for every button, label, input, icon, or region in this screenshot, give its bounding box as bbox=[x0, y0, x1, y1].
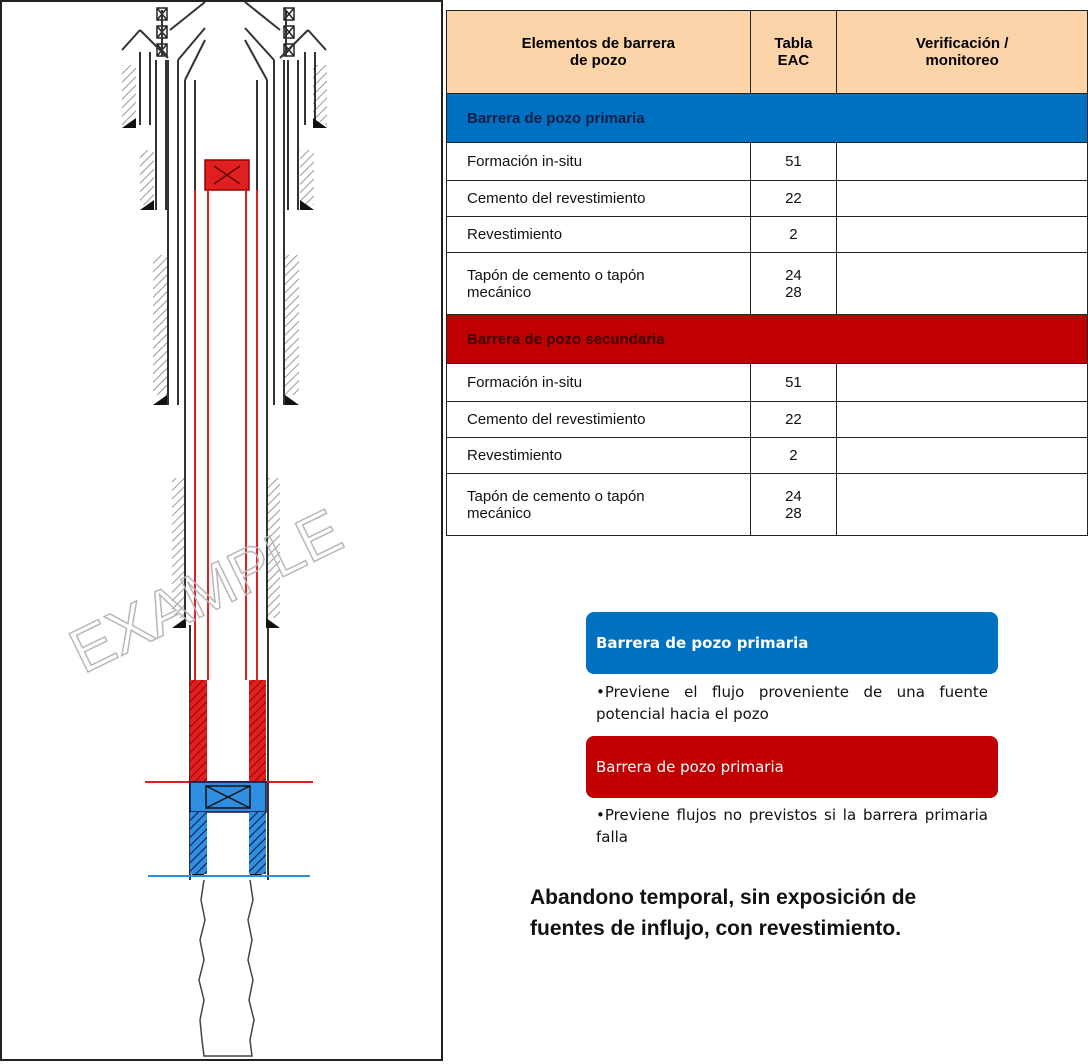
eac-cell: 24 28 bbox=[749, 473, 838, 536]
verification-cell bbox=[836, 363, 1088, 402]
table-header-row: Elementos de barrera de pozo Tabla EAC V… bbox=[446, 10, 1088, 94]
eac-value: 24 bbox=[785, 266, 802, 284]
header-verification-line1: Verificación / bbox=[915, 35, 1009, 52]
table-row: Cemento del revestimiento 22 bbox=[446, 401, 1088, 438]
element-cell: Revestimiento bbox=[446, 437, 751, 474]
secondary-section-row: Barrera de pozo secundaria bbox=[446, 314, 1088, 364]
formation-hatching bbox=[122, 65, 327, 618]
element-cell: Tapón de cemento o tapón mecánico bbox=[446, 473, 751, 536]
element-cell: Revestimiento bbox=[446, 216, 751, 253]
verification-cell bbox=[836, 437, 1088, 474]
verification-cell bbox=[836, 216, 1088, 253]
header-eac: Tabla EAC bbox=[749, 10, 838, 94]
legend-secondary-text: Barrera de pozo primaria bbox=[596, 758, 784, 776]
header-eac-line1: Tabla bbox=[774, 35, 813, 52]
table-row: Revestimiento 2 bbox=[446, 437, 1088, 474]
element-line: mecánico bbox=[467, 504, 532, 522]
header-verification: Verificación / monitoreo bbox=[836, 10, 1088, 94]
element-cell: Formación in-situ bbox=[446, 363, 751, 402]
element-line: Tapón de cemento o tapón bbox=[467, 487, 645, 505]
table-row: Revestimiento 2 bbox=[446, 216, 1088, 253]
secondary-barrier-elements bbox=[145, 159, 313, 783]
well-schematic: EXAMPLE bbox=[0, 0, 443, 1061]
eac-cell: 24 28 bbox=[749, 252, 838, 315]
primary-section-title: Barrera de pozo primaria bbox=[446, 93, 1088, 143]
eac-value: 28 bbox=[785, 283, 802, 301]
caption-line1: Abandono temporal, sin exposición de bbox=[530, 886, 917, 909]
diagram-caption: Abandono temporal, sin exposición de fue… bbox=[530, 882, 916, 944]
table-row: Formación in-situ 51 bbox=[446, 363, 1088, 402]
eac-cell: 22 bbox=[749, 180, 838, 217]
verification-cell bbox=[836, 252, 1088, 315]
barrier-elements-table: Elementos de barrera de pozo Tabla EAC V… bbox=[446, 10, 1088, 536]
legend-secondary-label: Barrera de pozo primaria bbox=[586, 736, 998, 798]
legend-primary-description: •Previene el flujo proveniente de una fu… bbox=[596, 683, 988, 723]
legend-secondary-description: •Previene flujos no previstos si la barr… bbox=[596, 806, 988, 846]
table-row: Cemento del revestimiento 22 bbox=[446, 180, 1088, 217]
element-cell: Formación in-situ bbox=[446, 142, 751, 181]
secondary-section-title: Barrera de pozo secundaria bbox=[446, 314, 1088, 364]
table-row: Tapón de cemento o tapón mecánico 24 28 bbox=[446, 473, 1088, 536]
eac-value: 28 bbox=[785, 504, 802, 522]
verification-cell bbox=[836, 473, 1088, 536]
element-line: Tapón de cemento o tapón bbox=[467, 266, 645, 284]
header-elements: Elementos de barrera de pozo bbox=[446, 10, 751, 94]
eac-cell: 2 bbox=[749, 216, 838, 253]
eac-value: 24 bbox=[785, 487, 802, 505]
primary-cement bbox=[190, 812, 207, 874]
open-hole bbox=[198, 879, 255, 1057]
header-eac-line2: EAC bbox=[777, 52, 810, 69]
legend-primary-label: Barrera de pozo primaria bbox=[586, 612, 998, 674]
verification-cell bbox=[836, 180, 1088, 217]
element-cell: Tapón de cemento o tapón mecánico bbox=[446, 252, 751, 315]
element-line: mecánico bbox=[467, 283, 532, 301]
legend-primary-text: Barrera de pozo primaria bbox=[596, 634, 809, 652]
element-cell: Cemento del revestimiento bbox=[446, 180, 751, 217]
eac-cell: 2 bbox=[749, 437, 838, 474]
primary-barrier-elements bbox=[148, 781, 310, 877]
header-elements-line1: Elementos de barrera bbox=[521, 35, 676, 52]
eac-cell: 51 bbox=[749, 142, 838, 181]
primary-section-row: Barrera de pozo primaria bbox=[446, 93, 1088, 143]
eac-cell: 22 bbox=[749, 401, 838, 438]
table-row: Tapón de cemento o tapón mecánico 24 28 bbox=[446, 252, 1088, 315]
verification-cell bbox=[836, 401, 1088, 438]
element-cell: Cemento del revestimiento bbox=[446, 401, 751, 438]
header-elements-line2: de pozo bbox=[569, 52, 627, 69]
caption-line2: fuentes de influjo, con revestimiento. bbox=[530, 917, 902, 940]
header-verification-line2: monitoreo bbox=[925, 52, 999, 69]
secondary-cement bbox=[190, 680, 207, 782]
table-row: Formación in-situ 51 bbox=[446, 142, 1088, 181]
eac-cell: 51 bbox=[749, 363, 838, 402]
verification-cell bbox=[836, 142, 1088, 181]
